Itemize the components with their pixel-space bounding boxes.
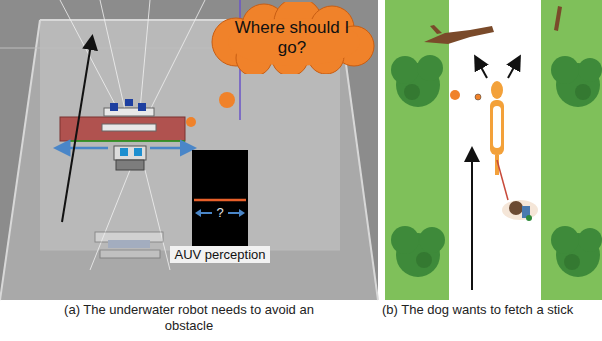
perception-label: AUV perception [170,246,270,263]
left-arrow [195,209,212,217]
caption-a: (a) The underwater robot needs to avoid … [48,302,330,334]
perception-panel: ? AUV perception [170,150,270,266]
perception-screen [192,150,248,252]
thought-text: Where should I go? [228,2,356,74]
perception-image [192,150,248,252]
thought-cloud: Where should I go? [206,2,378,74]
question-mark: ? [170,205,270,221]
cloud-blobs [212,2,374,74]
caption-b: (b) The dog wants to fetch a stick [382,302,573,318]
right-arrow [228,209,245,217]
obstacle-edge [194,199,246,202]
